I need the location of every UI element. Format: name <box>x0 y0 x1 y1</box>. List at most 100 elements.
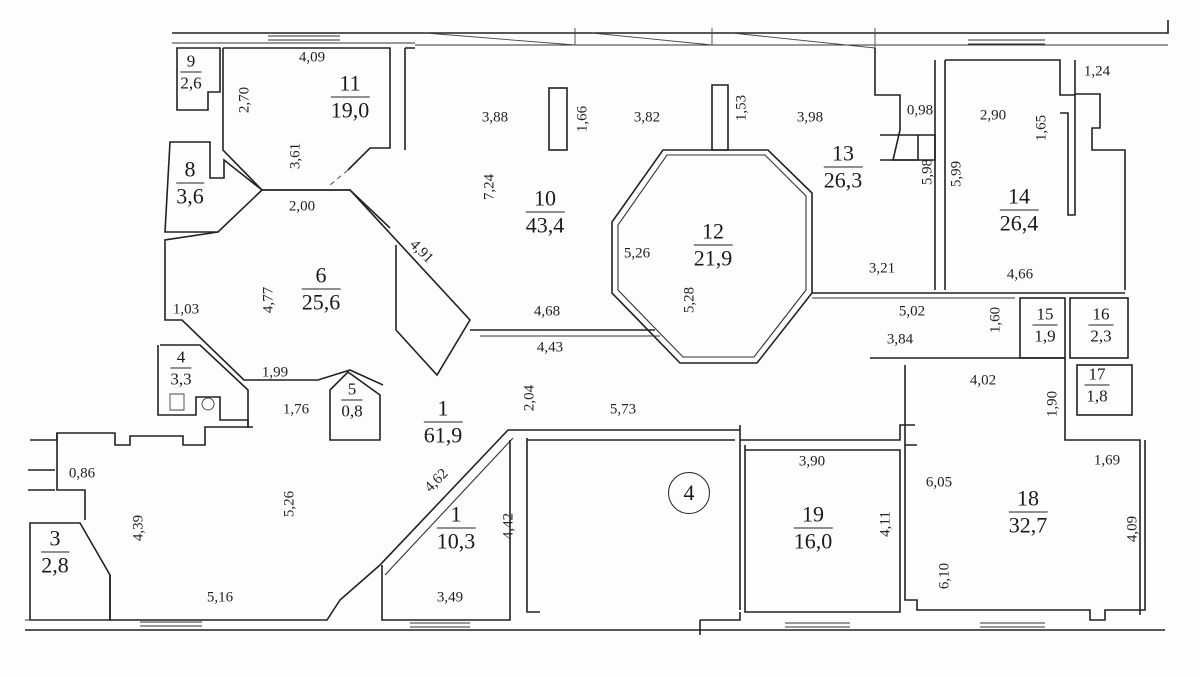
room-area: 32,7 <box>1008 512 1048 538</box>
room-number: 12 <box>693 220 733 246</box>
dimension-label: 2,04 <box>521 384 538 412</box>
room-area: 43,4 <box>525 212 565 238</box>
room-number: 9 <box>180 53 202 73</box>
room-area: 10,3 <box>436 528 476 554</box>
room-number: 10 <box>525 187 565 213</box>
dimension-label: 3,90 <box>798 453 826 470</box>
dimension-label: 2,90 <box>979 107 1007 124</box>
dimension-label: 5,28 <box>681 286 698 314</box>
dimension-label: 7,24 <box>481 173 498 201</box>
dimension-label: 1,60 <box>987 306 1004 334</box>
room-area: 19,0 <box>330 97 370 123</box>
dimension-label: 3,61 <box>287 142 304 170</box>
room-number: 16 <box>1088 306 1114 326</box>
room-number: 1 <box>423 397 463 423</box>
room-area: 1,8 <box>1086 386 1108 406</box>
room-number: 11 <box>330 72 370 98</box>
dimension-label: 1,03 <box>172 301 200 318</box>
room-area: 2,8 <box>41 552 69 578</box>
room-number: 15 <box>1032 306 1058 326</box>
dimension-label: 1,99 <box>261 364 289 381</box>
room-area: 61,9 <box>423 422 463 448</box>
room-area: 3,6 <box>176 183 204 209</box>
room-number: 6 <box>301 264 341 290</box>
dimension-label: 5,99 <box>948 160 965 188</box>
dimension-label: 4,09 <box>298 49 326 66</box>
dimension-label: 1,90 <box>1044 390 1061 418</box>
dimension-label: 3,21 <box>868 260 896 277</box>
room-area: 2,6 <box>180 73 202 93</box>
section-marker-label: 4 <box>683 480 695 505</box>
dimension-label: 4,68 <box>533 303 561 320</box>
dimension-label: 4,66 <box>1006 266 1034 283</box>
dimension-label: 2,00 <box>288 198 316 215</box>
room-area: 0,8 <box>341 401 363 421</box>
dimension-label: 1,53 <box>733 94 750 122</box>
dimension-label: 1,65 <box>1033 114 1050 142</box>
room-number: 5 <box>341 381 363 401</box>
room-number: 18 <box>1008 487 1048 513</box>
dimension-label: 4,77 <box>260 286 277 314</box>
dimension-label: 4,39 <box>130 514 147 542</box>
dimension-label: 3,84 <box>886 331 914 348</box>
dimension-label: 3,49 <box>436 589 464 606</box>
dimension-label: 1,76 <box>282 401 310 418</box>
dimension-label: 4,11 <box>877 511 894 537</box>
room-number: 17 <box>1084 366 1110 386</box>
dimension-label: 6,05 <box>925 474 953 491</box>
dimension-label: 3,98 <box>796 109 824 126</box>
dimension-label: 4,43 <box>536 339 564 356</box>
dimension-label: 3,82 <box>633 109 661 126</box>
dimension-label: 1,69 <box>1093 452 1121 469</box>
dimension-label: 0,98 <box>906 102 934 119</box>
dimension-label: 4,42 <box>500 512 517 540</box>
room-area: 21,9 <box>693 245 733 271</box>
dimension-label: 5,26 <box>623 245 651 262</box>
dimension-label: 5,02 <box>898 303 926 320</box>
room-number: 13 <box>823 142 863 168</box>
dimension-label: 3,88 <box>481 109 509 126</box>
room-area: 16,0 <box>793 528 833 554</box>
room-number: 4 <box>170 349 192 369</box>
dimension-label: 4,09 <box>1124 515 1141 543</box>
room-area: 3,3 <box>170 369 192 389</box>
room-area: 26,4 <box>999 210 1039 236</box>
room-number: 19 <box>793 503 833 529</box>
room-area: 25,6 <box>301 289 341 315</box>
dimension-label: 5,16 <box>206 589 234 606</box>
dimension-label: 0,86 <box>68 465 96 482</box>
room-area: 26,3 <box>823 167 863 193</box>
room-area: 2,3 <box>1090 326 1112 346</box>
room-number: 8 <box>176 158 204 184</box>
room-number: 14 <box>999 185 1039 211</box>
dimension-label: 1,66 <box>574 105 591 133</box>
dimension-label: 6,10 <box>936 562 953 590</box>
room-number: 3 <box>41 527 69 553</box>
room-area: 1,9 <box>1034 326 1056 346</box>
dimension-label: 1,24 <box>1083 63 1111 80</box>
dimension-label: 2,70 <box>236 86 253 114</box>
room-number: 1 <box>436 503 476 529</box>
dimension-label: 4,02 <box>969 372 997 389</box>
dimension-label: 5,98 <box>919 158 936 186</box>
